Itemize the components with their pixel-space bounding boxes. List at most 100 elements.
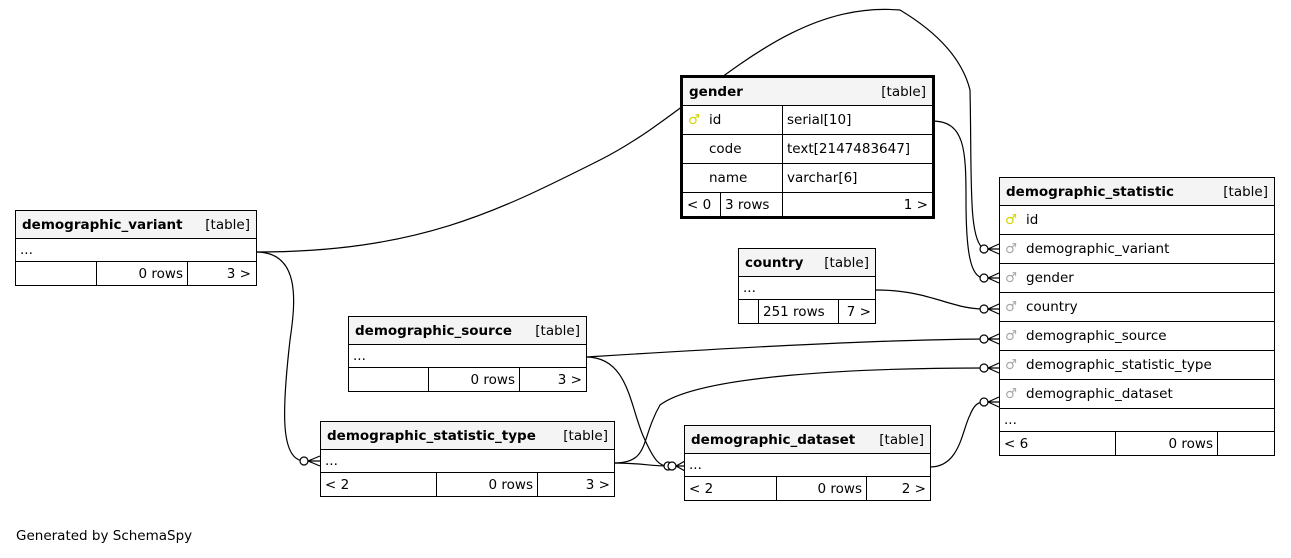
foreign-key-icon: ♂ bbox=[1004, 328, 1018, 344]
generated-by-footer: Generated by SchemaSpy bbox=[16, 528, 193, 544]
crowfoot-circle bbox=[979, 334, 989, 344]
table-demographic-dataset[interactable]: demographic_dataset [table] ... < 2 0 ro… bbox=[684, 425, 931, 501]
table-header: demographic_statistic [table] bbox=[1000, 178, 1274, 206]
table-footer: 0 rows 3 > bbox=[349, 368, 586, 391]
table-kind: [table] bbox=[881, 83, 926, 100]
column-name: demographic_source bbox=[1026, 328, 1167, 344]
column-row: ♂ demographic_statistic_type bbox=[1000, 351, 1274, 380]
column-row: ♂ demographic_variant bbox=[1000, 235, 1274, 264]
columns-ellipsis: ... bbox=[739, 277, 875, 300]
ellipsis: ... bbox=[353, 348, 366, 364]
column-name: demographic_dataset bbox=[1026, 386, 1173, 402]
edge-stattype-to-statistic bbox=[613, 367, 985, 464]
crowfoot bbox=[987, 243, 1000, 255]
column-name: demographic_statistic_type bbox=[1026, 357, 1212, 373]
column-row: ♂ gender bbox=[1000, 264, 1274, 293]
parents-count[interactable]: < 0 bbox=[683, 193, 721, 216]
table-name: demographic_source bbox=[355, 322, 512, 339]
column-row: ♂ id bbox=[1000, 206, 1274, 235]
column-name: id bbox=[1026, 212, 1039, 228]
edge-gender-to-statistic bbox=[931, 120, 985, 279]
table-header: demographic_variant [table] bbox=[16, 211, 256, 239]
ellipsis: ... bbox=[743, 280, 756, 296]
table-kind: [table] bbox=[205, 216, 250, 233]
table-footer: 251 rows 7 > bbox=[739, 300, 875, 323]
crowfoot-circle bbox=[667, 461, 677, 471]
columns-ellipsis: ... bbox=[1000, 409, 1274, 432]
children-count[interactable]: 3 > bbox=[557, 371, 582, 388]
parents-count bbox=[16, 262, 97, 285]
parents-count bbox=[349, 368, 429, 391]
table-kind: [table] bbox=[563, 427, 608, 444]
table-demographic-source[interactable]: demographic_source [table] ... 0 rows 3 … bbox=[348, 316, 587, 392]
crowfoot bbox=[307, 455, 321, 467]
foreign-key-icon: ♂ bbox=[1004, 357, 1018, 373]
ellipsis: ... bbox=[689, 457, 702, 473]
row-count: 3 rows bbox=[721, 193, 783, 216]
column-name: country bbox=[1026, 299, 1078, 315]
children-count[interactable]: 3 > bbox=[585, 476, 610, 493]
children-count[interactable]: 7 > bbox=[846, 303, 871, 320]
crowfoot-circle bbox=[299, 456, 309, 466]
table-demographic-statistic-type[interactable]: demographic_statistic_type [table] ... <… bbox=[320, 421, 615, 497]
row-count: 0 rows bbox=[437, 473, 538, 496]
parents-count[interactable]: < 2 bbox=[685, 477, 777, 500]
table-demographic-variant[interactable]: demographic_variant [table] ... 0 rows 3… bbox=[15, 210, 257, 286]
table-name: gender bbox=[689, 83, 743, 100]
table-header: gender [table] bbox=[683, 78, 932, 106]
column-name-cell: ♂ id bbox=[683, 106, 783, 134]
crowfoot bbox=[987, 303, 1000, 315]
foreign-key-icon: ♂ bbox=[1004, 299, 1018, 315]
column-row: ♂ demographic_dataset bbox=[1000, 380, 1274, 409]
columns-ellipsis: ... bbox=[321, 450, 614, 473]
parents-count[interactable]: < 2 bbox=[321, 473, 437, 496]
primary-key-icon: ♂ bbox=[1004, 212, 1018, 228]
crowfoot-circle bbox=[979, 304, 989, 314]
column-type: text[2147483647] bbox=[787, 141, 911, 157]
children-count[interactable]: 1 > bbox=[903, 196, 928, 213]
columns-ellipsis: ... bbox=[685, 454, 930, 477]
crowfoot-circle bbox=[979, 273, 989, 283]
crowfoot bbox=[675, 460, 686, 472]
children-count[interactable]: 2 > bbox=[901, 480, 926, 497]
table-name: country bbox=[745, 254, 804, 271]
foreign-key-icon: ♂ bbox=[1004, 386, 1018, 402]
crowfoot bbox=[987, 333, 1000, 345]
table-footer: < 6 0 rows bbox=[1000, 432, 1274, 455]
table-header: demographic_source [table] bbox=[349, 317, 586, 345]
children-count[interactable]: 3 > bbox=[226, 265, 251, 282]
row-count: 0 rows bbox=[97, 262, 188, 285]
column-row: code text[2147483647] bbox=[683, 135, 932, 164]
table-demographic-statistic[interactable]: demographic_statistic [table] ♂ id ♂ dem… bbox=[999, 177, 1275, 456]
edge-variant-to-stattype bbox=[255, 251, 305, 462]
crowfoot-circle bbox=[979, 397, 989, 407]
table-kind: [table] bbox=[824, 254, 869, 271]
table-footer: < 0 3 rows 1 > bbox=[683, 193, 932, 216]
edge-source-to-dataset bbox=[585, 356, 669, 467]
foreign-key-icon: ♂ bbox=[1004, 241, 1018, 257]
column-type: serial[10] bbox=[787, 112, 852, 128]
edge-dataset-to-statistic bbox=[929, 401, 985, 468]
edge-source-to-statistic bbox=[585, 338, 985, 358]
table-footer: 0 rows 3 > bbox=[16, 262, 256, 285]
column-type: varchar[6] bbox=[787, 170, 858, 186]
table-country[interactable]: country [table] ... 251 rows 7 > bbox=[738, 248, 876, 324]
parents-count[interactable]: < 6 bbox=[1000, 432, 1116, 455]
edge-country-to-statistic bbox=[875, 289, 985, 310]
table-name: demographic_dataset bbox=[691, 431, 856, 448]
row-count: 0 rows bbox=[429, 368, 520, 391]
table-header: country [table] bbox=[739, 249, 875, 277]
edge-variant-to-statistic bbox=[255, 8, 985, 253]
crowfoot bbox=[987, 396, 1000, 408]
ellipsis: ... bbox=[1004, 412, 1017, 428]
column-name: gender bbox=[1026, 270, 1074, 286]
column-row: ♂ country bbox=[1000, 293, 1274, 322]
table-kind: [table] bbox=[1223, 183, 1268, 200]
row-count: 0 rows bbox=[777, 477, 867, 500]
column-row: ♂ id serial[10] bbox=[683, 106, 932, 135]
ellipsis: ... bbox=[325, 453, 338, 469]
column-row: ♂ demographic_source bbox=[1000, 322, 1274, 351]
crowfoot bbox=[987, 362, 1000, 374]
table-gender[interactable]: gender [table] ♂ id serial[10] code text… bbox=[680, 75, 935, 219]
